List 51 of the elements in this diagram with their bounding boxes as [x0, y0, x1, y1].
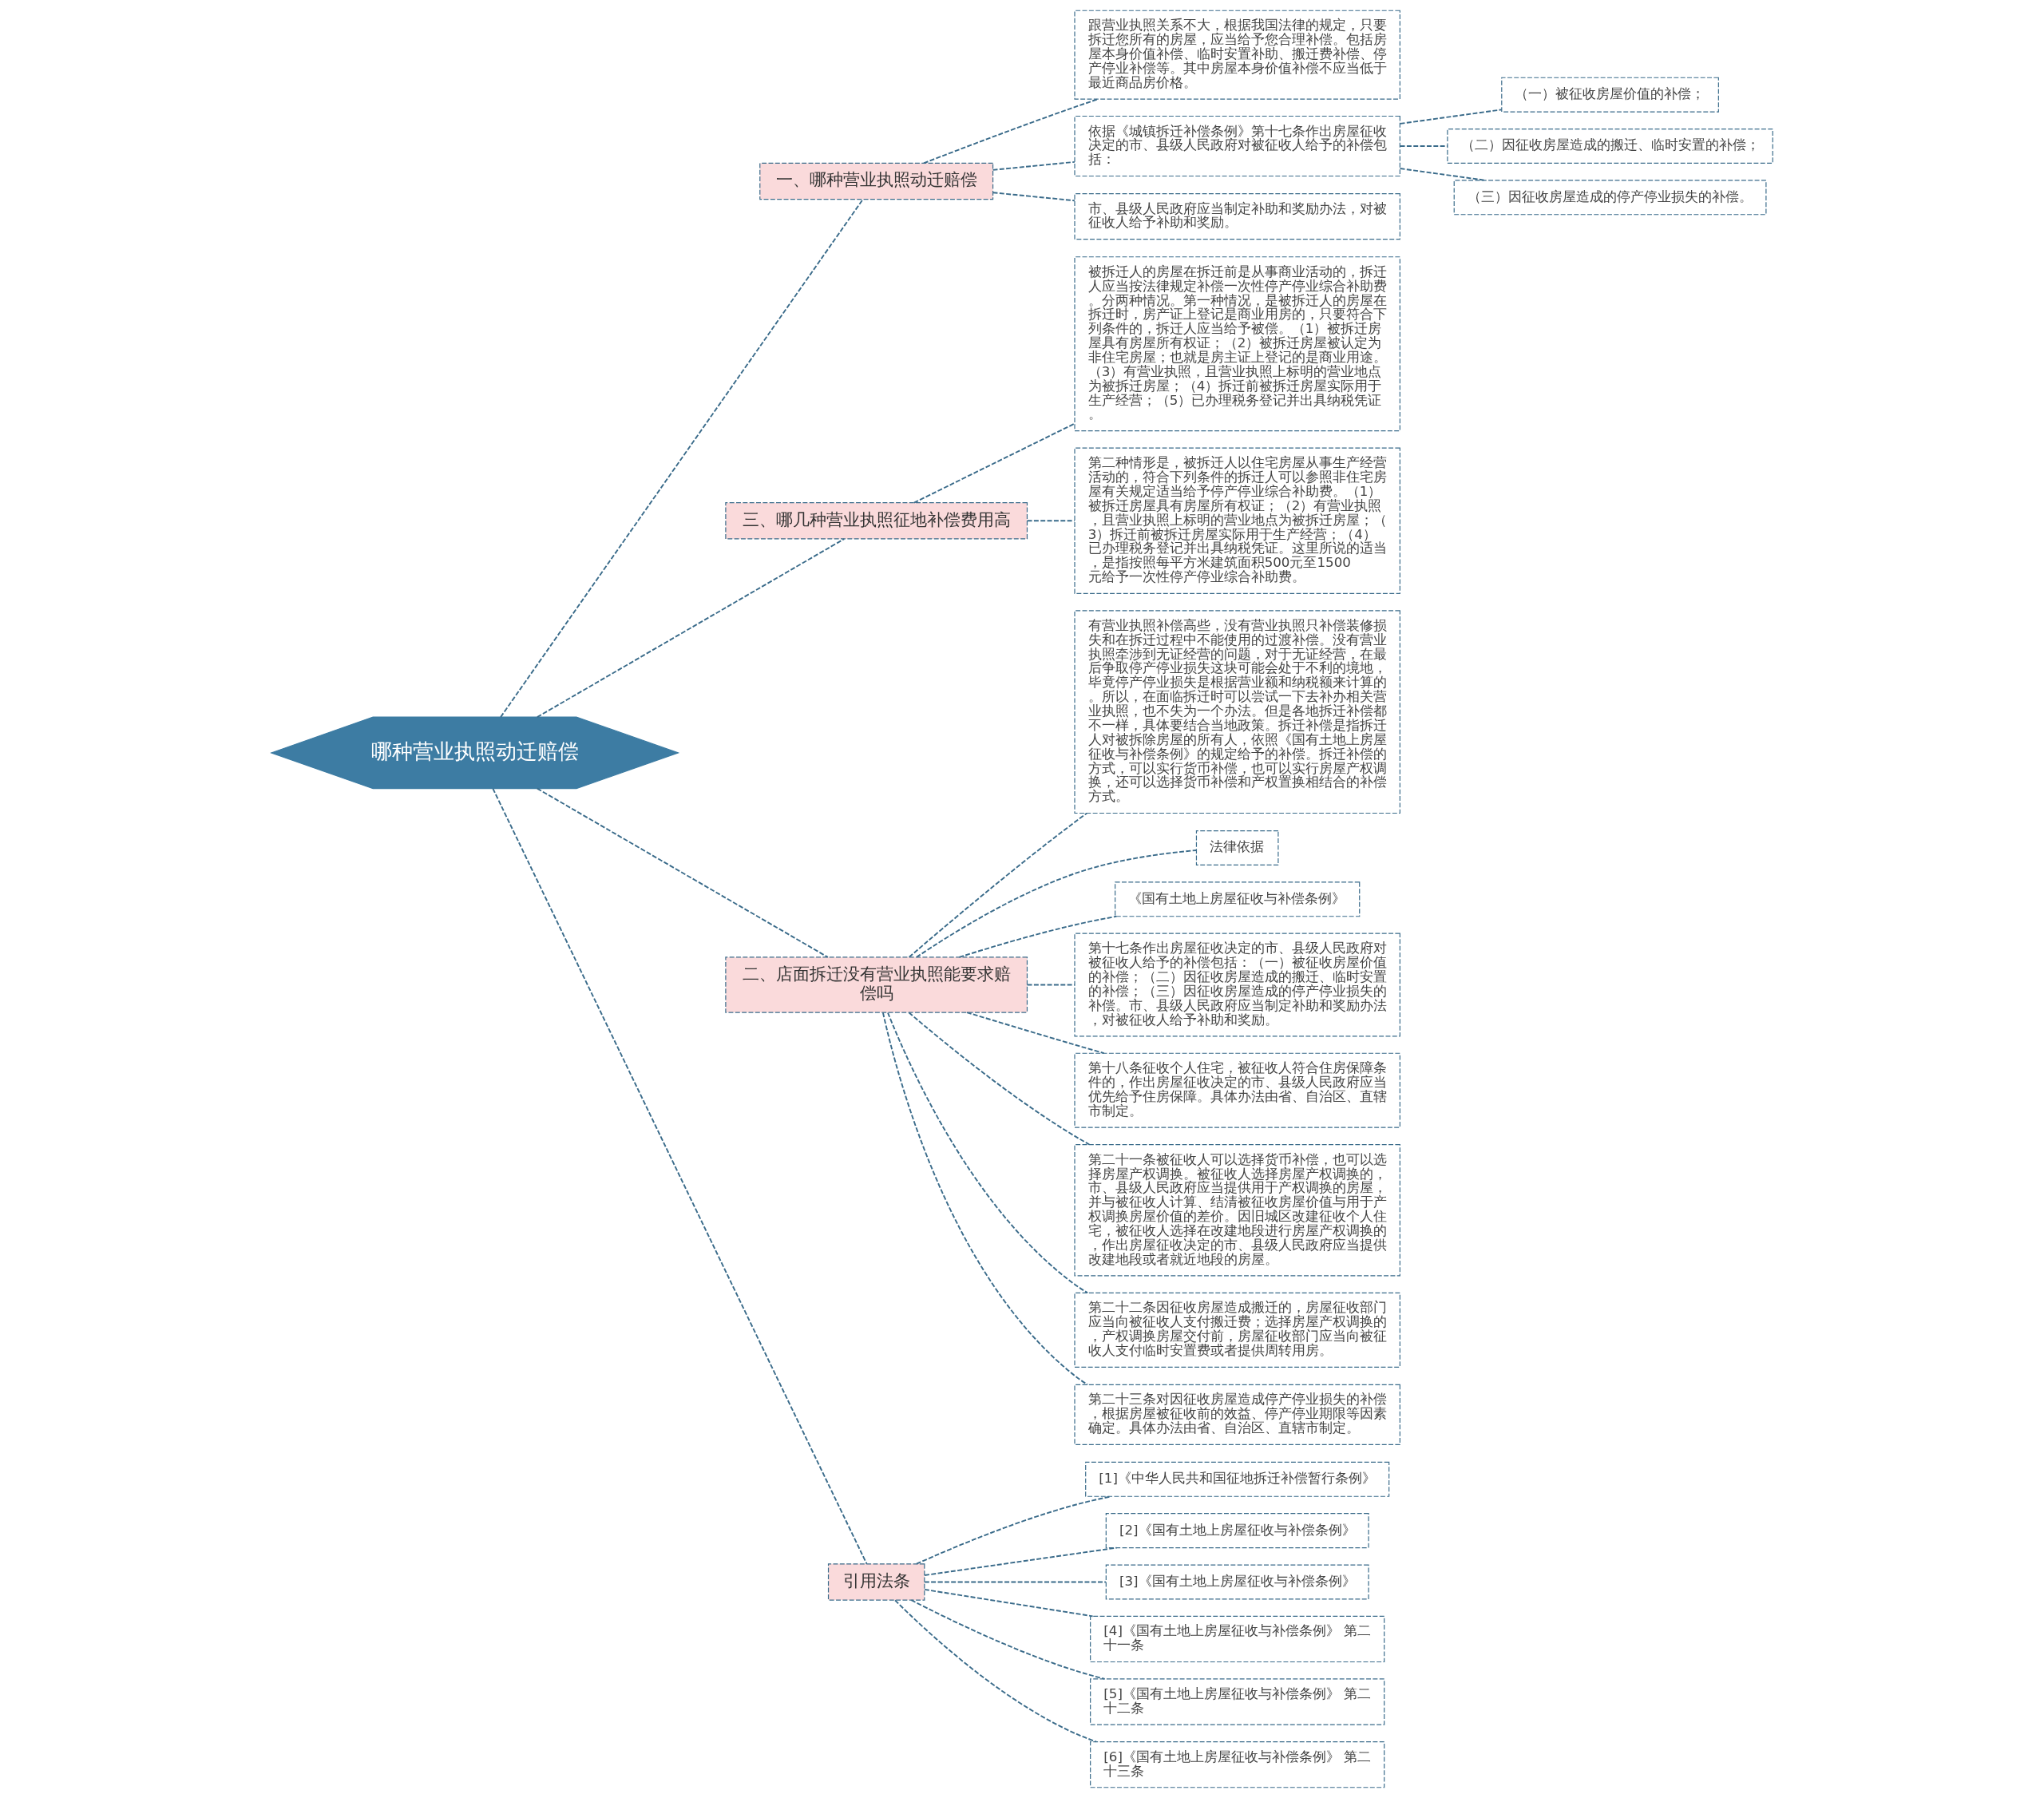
connector: [924, 1547, 1118, 1576]
connector: [916, 849, 1198, 958]
connector: [910, 1599, 1106, 1680]
node-box: [6]《国有土地上房屋征收与补偿条例》 第二十三条: [1090, 1741, 1385, 1788]
node-box: 《国有土地上房屋征收与补偿条例》: [1115, 881, 1361, 917]
connector: [536, 538, 846, 719]
connector: [992, 192, 1075, 202]
connector: [881, 1012, 1089, 1386]
node-box: 被拆迁人的房屋在拆迁前是从事商业活动的，拆迁人应当按法律规定补偿一次性停产停业综合补助费。分两种情况。第一种情况，是被拆迁人的房屋在拆迁时，房产证上登记是商业用房的，只要符合下列条件的，拆迁人应当给予被偿。（1）被拆迁房屋具有房屋所有权证；（2）被拆迁房屋被认定为非住宅房屋；也就是房主证上登记的是商业用途。（3）有营业执照，且营业执照上标明的营业地点为被拆迁房屋；（4）拆迁前被拆迁房屋实际用于生产经营；（5）已办理税务登记并出具纳税凭证。: [1074, 256, 1400, 432]
node-box: 二、店面拆迁没有营业执照能要求赔偿吗: [725, 956, 1028, 1013]
node-box: 引用法条: [827, 1563, 925, 1601]
node-box: 第二十一条被征收人可以选择货币补偿，也可以选择房屋产权调换。被征收人选择房屋产权调换的，市、县级人民政府应当提供用于产权调换的房屋，并与被征收人计算、结清被征收房屋价值与用于产权调换房屋价值的差价。因旧城区改建征收个人住宅，被征收人选择在改建地段进行房屋产权调换的，作出房屋征收决定的市、县级人民政府应当提供改建地段或者就近地段的房屋。: [1074, 1144, 1400, 1277]
connector: [894, 1599, 1097, 1743]
node-box: 三、哪几种营业执照征地补偿费用高: [725, 502, 1028, 540]
node-box: 第十七条作出房屋征收决定的市、县级人民政府对被征收人给予的补偿包括：（一）被征收房屋价值的补偿；（二）因征收房屋造成的搬迁、临时安置的补偿；（三）因征收房屋造成的停产停业损失的补偿。市、县级人民政府应当制定补助和奖励办法，对被征收人给予补助和奖励。: [1074, 933, 1400, 1037]
connector: [1399, 145, 1448, 147]
node-box: 市、县级人民政府应当制定补助和奖励办法，对被征收人给予补助和奖励。: [1074, 192, 1400, 240]
node-box: （二）因征收房屋造成的搬迁、临时安置的补偿；: [1447, 128, 1773, 164]
connector: [536, 787, 829, 958]
connector: [887, 1012, 1089, 1294]
connector: [924, 1588, 1094, 1618]
connector: [924, 1581, 1107, 1583]
node-box: 第二种情形是，被拆迁人以住宅房屋从事生产经营活动的，符合下列条件的拆迁人可以参照非住宅房屋有关规定适当给予停产停业综合补助费。（1）被拆迁房屋具有房屋所有权证；（2）有营业执照，且营业执照上标明的营业地点为被拆迁房屋；（3）拆迁前被拆迁房屋实际用于生产经营；（4）已办理税务登记并出具纳税凭证。这里所说的适当，是指按照每平方米建筑面积500元至1500元给予一次性停产停业综合补助费。: [1074, 447, 1400, 594]
node-box: 依据《城镇拆迁补偿条例》第十七条作出房屋征收决定的市、县级人民政府对被征收人给予的补偿包括：: [1074, 115, 1400, 177]
node-box: 有营业执照补偿高些，没有营业执照只补偿装修损失和在拆迁过程中不能使用的过渡补偿。没有营业执照牵涉到无证经营的问题，对于无证经营，在最后争取停产停业损失这块可能会处于不利的境地，毕竟停产停业损失是根据营业额和纳税额来计算的。所以，在面临拆迁时可以尝试一下去补办相关营业执照，也不失为一个办法。但是各地拆迁补偿都不一样，具体要结合当地政策。拆迁补偿是指拆迁人对被拆除房屋的所有人，依照《国有土地上房屋征收与补偿条例》的规定给予的补偿。拆迁补偿的方式，可以实行货币补偿，也可以实行房屋产权调换，还可以选择货币补偿和产权置换相结合的补偿方式。: [1074, 610, 1400, 814]
node-box: 第十八条征收个人住宅，被征收人符合住房保障条件的，作出房屋征收决定的市、县级人民政府应当优先给予住房保障。具体办法由省、自治区、直辖市制定。: [1074, 1052, 1400, 1128]
node-box: 一、哪种营业执照动迁赔偿: [759, 162, 994, 200]
connector: [492, 787, 868, 1565]
connector: [500, 198, 864, 719]
node-box: [4]《国有土地上房屋征收与补偿条例》 第二十一条: [1090, 1615, 1385, 1663]
connector: [1026, 520, 1075, 522]
connector: [908, 1012, 1091, 1146]
node-box: [5]《国有土地上房屋征收与补偿条例》 第二十二条: [1090, 1678, 1385, 1725]
connector: [916, 1495, 1112, 1565]
connector: [958, 915, 1118, 958]
node-box: 跟营业执照关系不大，根据我国法律的规定，只要拆迁您所有的房屋，应当给予您合理补偿。包括房屋本身价值补偿、临时安置补助、搬迁费补偿、停产停业补偿等。其中房屋本身价值补偿不应当低于最近商品房价格。: [1074, 10, 1400, 100]
connector: [1399, 109, 1503, 125]
connector: [1399, 168, 1487, 181]
node-box: 第二十三条对因征收房屋造成停产停业损失的补偿，根据房屋被征收前的效益、停产停业期限等因素确定。具体办法由省、自治区、直辖市制定。: [1074, 1384, 1400, 1445]
connector: [1026, 984, 1075, 986]
connector: [913, 422, 1075, 504]
node-box: [2]《国有土地上房屋征收与补偿条例》: [1105, 1513, 1369, 1549]
node-box: 第二十二条因征收房屋造成搬迁的，房屋征收部门应当向被征收人支付搬迁费；选择房屋产权调换的，产权调换房屋交付前，房屋征收部门应当向被征收人支付临时安置费或者提供周转用房。: [1074, 1292, 1400, 1368]
node-box: （三）因征收房屋造成的停产停业损失的补偿。: [1453, 180, 1767, 216]
node-box: 法律依据: [1195, 830, 1279, 865]
connector: [908, 812, 1087, 958]
node-box: [3]《国有土地上房屋征收与补偿条例》: [1105, 1564, 1369, 1600]
connector: [923, 98, 1099, 164]
connector: [992, 160, 1075, 171]
node-box: [1]《中华人民共和国征地拆迁补偿暂行条例》: [1085, 1461, 1390, 1497]
node-box: （一）被征收房屋价值的补偿；: [1501, 77, 1719, 113]
